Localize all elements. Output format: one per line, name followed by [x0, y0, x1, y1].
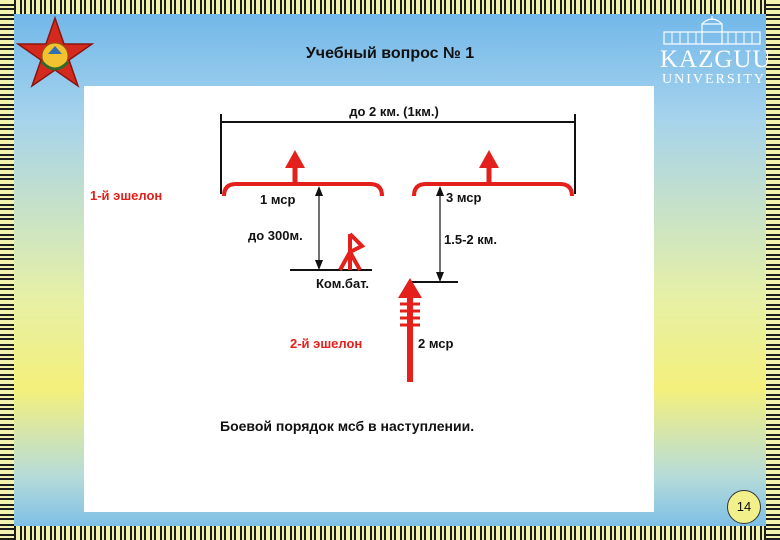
kazguu-logo: KAZGUU UNIVERSITY	[656, 16, 771, 88]
battalion-commander-flag-icon	[338, 232, 366, 271]
ornament-border-right	[766, 0, 780, 540]
ornament-border-bottom	[0, 526, 780, 540]
ornament-border-left	[0, 0, 14, 540]
university-name: KAZGUU	[660, 46, 772, 73]
dist-15-label: 1.5-2 км.	[444, 232, 497, 247]
company-3-arrow-head	[479, 150, 499, 168]
battle-order-diagram: до 2 км. (1км.) 1-й эшелон 1 мср 3 мср д…	[90, 104, 576, 434]
university-building-icon	[663, 16, 761, 45]
dist-15-arrow-bottom	[436, 272, 444, 282]
dist-300-arrow-top	[315, 186, 323, 196]
company-1-arrow-head	[285, 150, 305, 168]
dist-300-label: до 300м.	[248, 228, 303, 243]
company-2-arrow-icon	[398, 278, 422, 382]
diagram-panel: до 2 км. (1км.) 1-й эшелон 1 мср 3 мср д…	[84, 86, 654, 512]
company-2-label: 2 мср	[418, 336, 454, 351]
company-3-label: 3 мср	[446, 190, 482, 205]
diagram-caption: Боевой порядок мсб в наступлении.	[220, 418, 474, 434]
commander-label: Ком.бат.	[316, 276, 369, 291]
echelon-2-label: 2-й эшелон	[290, 336, 362, 351]
company-1-label: 1 мср	[260, 192, 296, 207]
company-1-bracket	[222, 182, 384, 197]
echelon-1-label: 1-й эшелон	[90, 188, 162, 203]
red-star-emblem-icon	[15, 15, 95, 88]
university-subtitle: UNIVERSITY	[662, 72, 766, 87]
page-number-badge: 14	[727, 490, 761, 524]
slide-title: Учебный вопрос № 1	[305, 45, 475, 62]
dist-300-arrow-bottom	[315, 260, 323, 270]
dist-15-arrow-top	[436, 186, 444, 196]
ornament-border-top	[0, 0, 780, 14]
company-3-bracket	[412, 182, 574, 197]
front-width-label: до 2 км. (1км.)	[349, 104, 439, 119]
